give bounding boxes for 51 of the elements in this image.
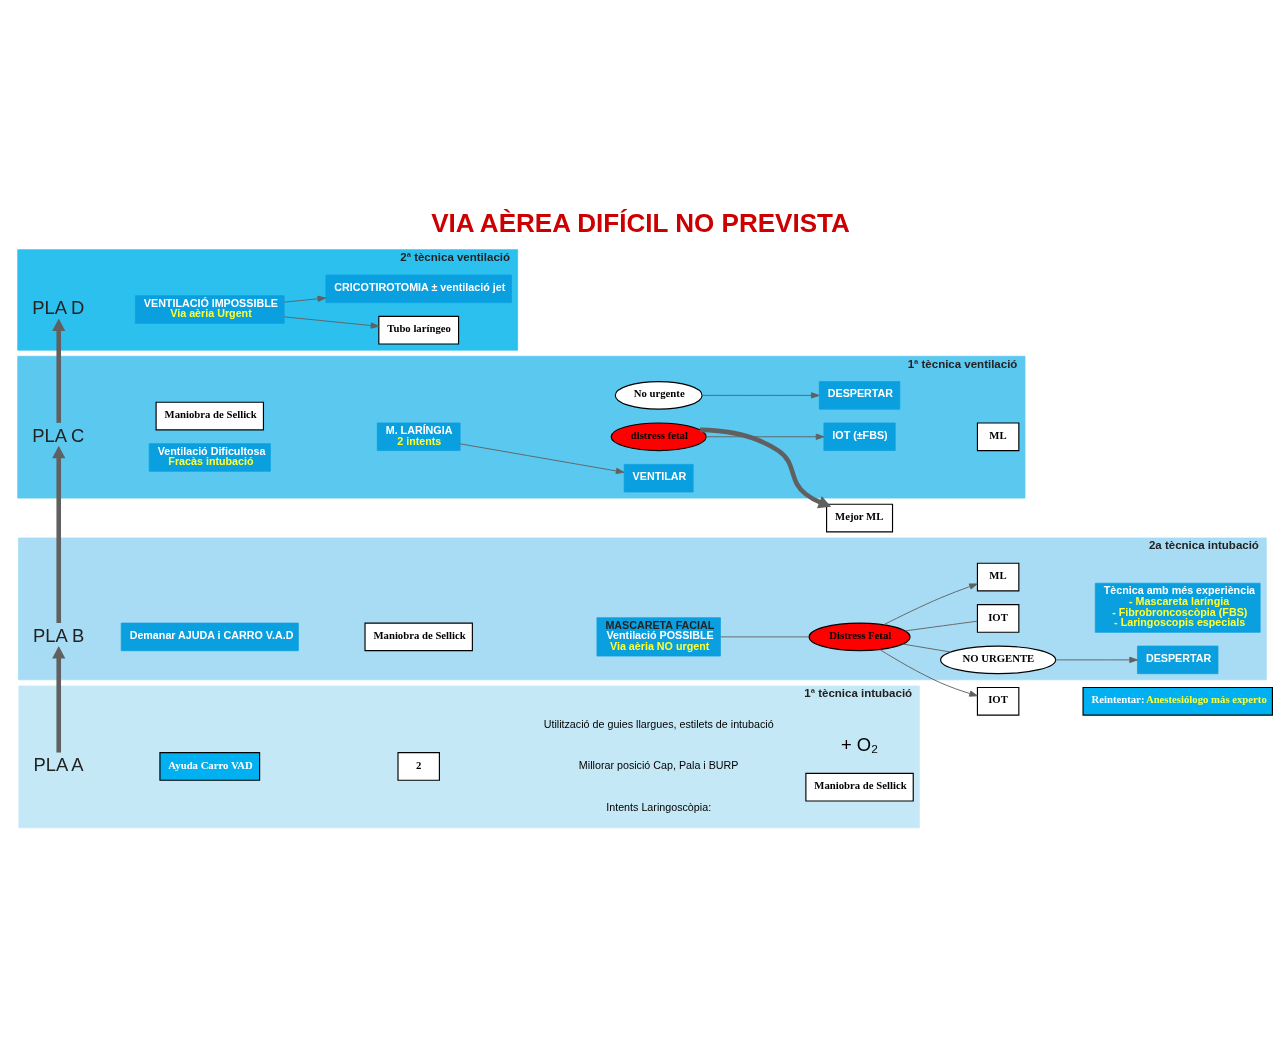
node-box: DESPERTAR: [1137, 645, 1219, 675]
arrow: [459, 443, 625, 475]
node-text: PLA D: [32, 297, 85, 319]
node-box: 2: [397, 752, 440, 781]
arrow: [283, 316, 380, 329]
node-box: Maniobra de Sellick: [805, 772, 914, 802]
node-box: Tubo laríngeo: [378, 315, 460, 345]
node-box: Maniobra de Sellick: [364, 622, 473, 652]
node-box: CRICOTIROTOMIA ± ventilació jet: [325, 274, 512, 303]
arrow: [883, 583, 978, 626]
label: Intents Laringoscòpia:: [606, 800, 712, 813]
node-box: DESPERTAR: [818, 381, 901, 410]
arrow: [1055, 656, 1138, 664]
connector: [720, 636, 810, 638]
arrow: [52, 445, 66, 623]
connector: [904, 620, 978, 632]
label: Millorar posició Cap, Pala i BURP: [578, 759, 739, 772]
node-text: PLA B: [33, 624, 85, 646]
node-ellipse: NO URGENTE: [940, 645, 1057, 675]
node-box: Tècnica amb més experiència - Mascareta laríngia - Fibrobroncoscòpia (FBS) - Laringoscopis especials: [1094, 582, 1261, 633]
node-box: Mejor ML: [826, 503, 894, 533]
arrow: [701, 392, 820, 399]
node-ellipse: distress fetal: [610, 422, 707, 452]
arrow: [283, 295, 327, 303]
arrow: [879, 649, 978, 697]
node-text: PLA A: [33, 754, 84, 776]
arrow: [52, 645, 66, 753]
node-box: VENTILAR: [623, 464, 694, 493]
node-box: IOT: [976, 686, 1020, 716]
label: Utilització de guies llargues, estilets de intubació: [543, 717, 774, 730]
node-box: VENTILACIÓ IMPOSSIBLE Via aèria Urgent: [135, 295, 285, 324]
node-box: IOT: [976, 604, 1020, 633]
node-box: IOT (±FBS): [823, 422, 896, 451]
connector: [902, 643, 952, 653]
node-box: Maniobra de Sellick: [155, 401, 264, 431]
node-box: Demanar AJUDA i CARRO V.A.D: [120, 622, 299, 652]
node-text: PLA C: [32, 424, 85, 446]
node-box: ML: [976, 422, 1020, 452]
node-box: ML: [976, 562, 1020, 592]
arrow: [52, 318, 66, 423]
node-box: M. LARÍNGIA 2 intents: [376, 422, 461, 451]
arrow: [705, 433, 825, 440]
node-ellipse: No urgente: [614, 381, 703, 410]
label: + O₂: [840, 733, 879, 755]
node-ellipse: Distress Fetal: [808, 622, 911, 652]
diagram-title: VIA AÈREA DIFÍCIL NO PREVISTA: [431, 208, 850, 239]
node-box: Ventilació Dificultosa Fracàs intubació: [148, 443, 271, 472]
node-box: Ayuda Carro VAD: [159, 752, 261, 781]
arrow: [699, 427, 832, 509]
node-box: Reintentar:Anestesiólogo más experto: [1082, 686, 1273, 716]
node-box: MASCARETA FACIAL Ventilació POSSIBLE Via aèria NO urgent: [596, 617, 721, 657]
